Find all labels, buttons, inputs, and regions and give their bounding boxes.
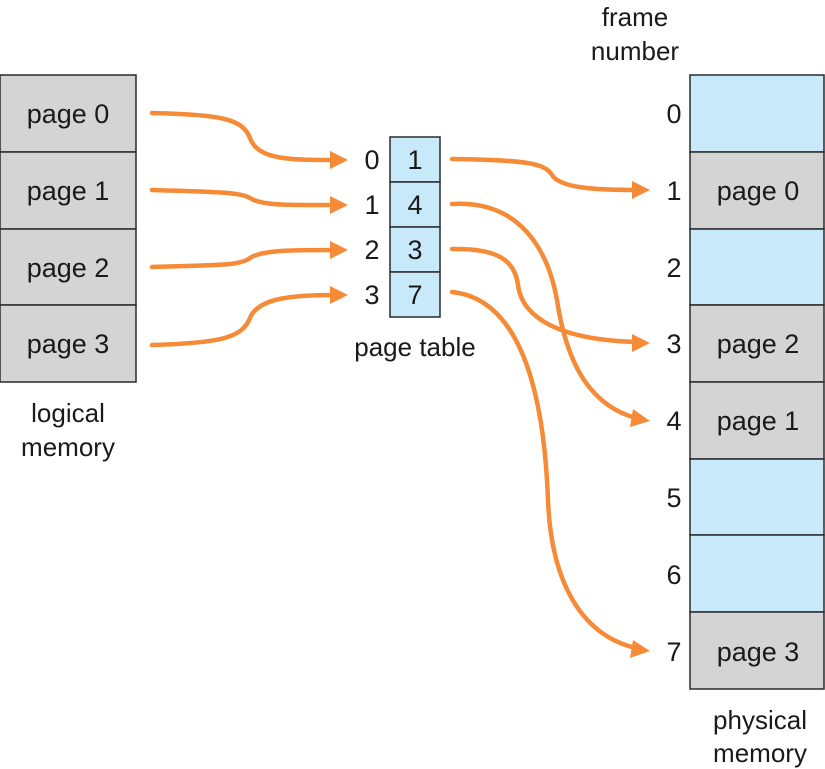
frame-3-box xyxy=(689,304,825,383)
frame-number-0: 0 xyxy=(666,99,681,129)
frame-0-box xyxy=(689,74,825,153)
logical-to-table-arrows xyxy=(149,110,348,348)
frame-7-content: page 3 xyxy=(717,637,800,667)
frame-3-content: page 2 xyxy=(717,329,800,359)
page-table-frame-1: 4 xyxy=(407,190,422,220)
table-to-frame-arrows xyxy=(449,156,650,658)
frame-7-box xyxy=(689,611,825,690)
page-table-frame-3: 7 xyxy=(407,280,422,310)
arrow-entry1-to-frame4 xyxy=(449,201,650,427)
physical-memory: frame number page 0 page 2 page 1 page 3… xyxy=(591,2,825,768)
frame-number-6: 6 xyxy=(666,560,681,590)
logical-memory-caption-line1: logical xyxy=(31,398,105,428)
frame-2-box xyxy=(689,228,825,306)
page-table-frame-0: 1 xyxy=(407,145,422,175)
logical-memory-caption-line2: memory xyxy=(21,432,115,462)
frame-1-box xyxy=(689,151,825,230)
frame-number-4: 4 xyxy=(666,406,681,436)
page-table-entry-3-box xyxy=(389,271,441,318)
logical-page-2-box xyxy=(0,228,137,306)
frame-number-7: 7 xyxy=(666,637,681,667)
frame-1-content: page 0 xyxy=(717,176,800,206)
page-table-frame-2: 3 xyxy=(407,235,422,265)
page-table-index-1: 1 xyxy=(364,190,379,220)
frame-number-1: 1 xyxy=(666,176,681,206)
arrow-entry0-to-frame1 xyxy=(449,156,650,199)
logical-memory: page 0 page 1 page 2 page 3 logical memo… xyxy=(0,74,137,462)
page-table: 1 4 3 7 0 1 2 3 page table xyxy=(354,136,476,362)
logical-page-1-box xyxy=(0,151,137,230)
logical-page-3-label: page 3 xyxy=(27,329,110,359)
arrow-page0-to-entry0 xyxy=(149,110,348,169)
frame-4-box xyxy=(689,381,825,460)
arrow-page3-to-entry3 xyxy=(149,286,348,348)
arrow-page2-to-entry2 xyxy=(149,241,348,270)
frame-number-2: 2 xyxy=(666,253,681,283)
frame-number-5: 5 xyxy=(666,483,681,513)
page-table-index-3: 3 xyxy=(364,280,379,310)
logical-page-0-box xyxy=(0,74,137,153)
logical-page-3-box xyxy=(0,304,137,383)
frame-6-box xyxy=(689,534,825,613)
frame-number-header-line1: frame xyxy=(602,2,668,32)
arrow-entry3-to-frame7 xyxy=(449,289,650,658)
page-table-index-2: 2 xyxy=(364,235,379,265)
physical-memory-caption-line1: physical xyxy=(713,705,807,735)
frame-number-header-line2: number xyxy=(591,36,679,66)
logical-page-2-label: page 2 xyxy=(27,253,110,283)
frame-number-3: 3 xyxy=(666,329,681,359)
arrow-entry2-to-frame3 xyxy=(449,246,650,352)
page-table-caption: page table xyxy=(354,332,475,362)
frame-5-box xyxy=(689,458,825,536)
page-table-index-0: 0 xyxy=(364,145,379,175)
logical-page-1-label: page 1 xyxy=(27,176,110,206)
arrow-page1-to-entry1 xyxy=(149,187,348,214)
frame-4-content: page 1 xyxy=(717,406,800,436)
logical-page-0-label: page 0 xyxy=(27,99,110,129)
physical-memory-caption-line2: memory xyxy=(713,738,807,768)
